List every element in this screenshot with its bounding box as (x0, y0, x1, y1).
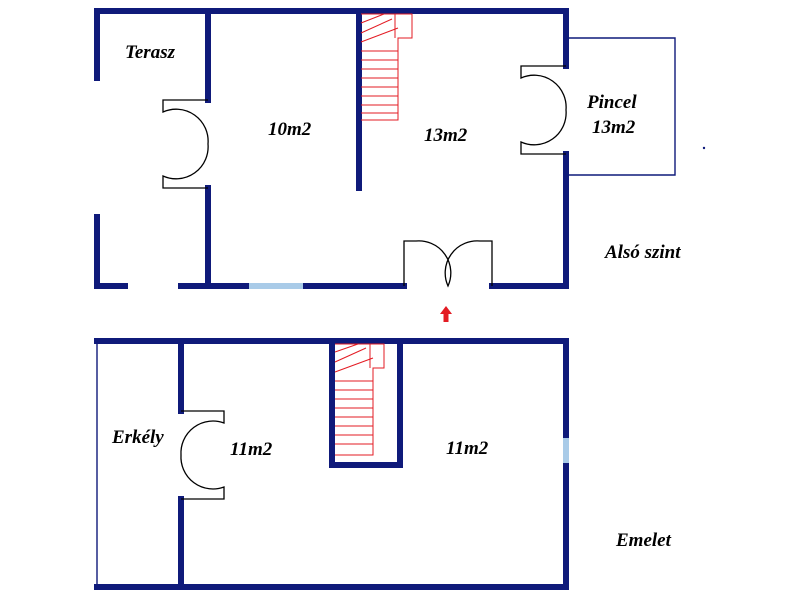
label-room-right: 11m2 (446, 438, 489, 459)
label-balcony: Erkély (111, 427, 164, 448)
upper-floor-plan: Erkély 11m2 11m2 Emelet (94, 338, 672, 590)
label-cellar-area: 13m2 (592, 117, 636, 138)
stair-well-walls (329, 338, 403, 468)
label-upper-floor: Emelet (615, 530, 672, 551)
cellar-outline (566, 37, 676, 176)
door-entrance (403, 240, 493, 288)
door-balcony (180, 410, 225, 500)
label-terrace: Terasz (125, 42, 176, 63)
door-cellar (520, 65, 567, 155)
staircase (334, 343, 385, 456)
entrance-arrow-icon (440, 306, 452, 322)
marker-dot (702, 146, 706, 150)
staircase (360, 13, 413, 121)
door-terrace (162, 99, 209, 189)
label-room-13: 13m2 (424, 125, 468, 146)
label-room-10: 10m2 (268, 119, 312, 140)
label-cellar-name: Pincel (586, 92, 637, 113)
ground-floor-plan: Terasz 10m2 13m2 Pincel 13m2 Alsó szint (94, 8, 706, 322)
label-room-left: 11m2 (230, 439, 273, 460)
label-ground-floor: Alsó szint (604, 242, 681, 263)
